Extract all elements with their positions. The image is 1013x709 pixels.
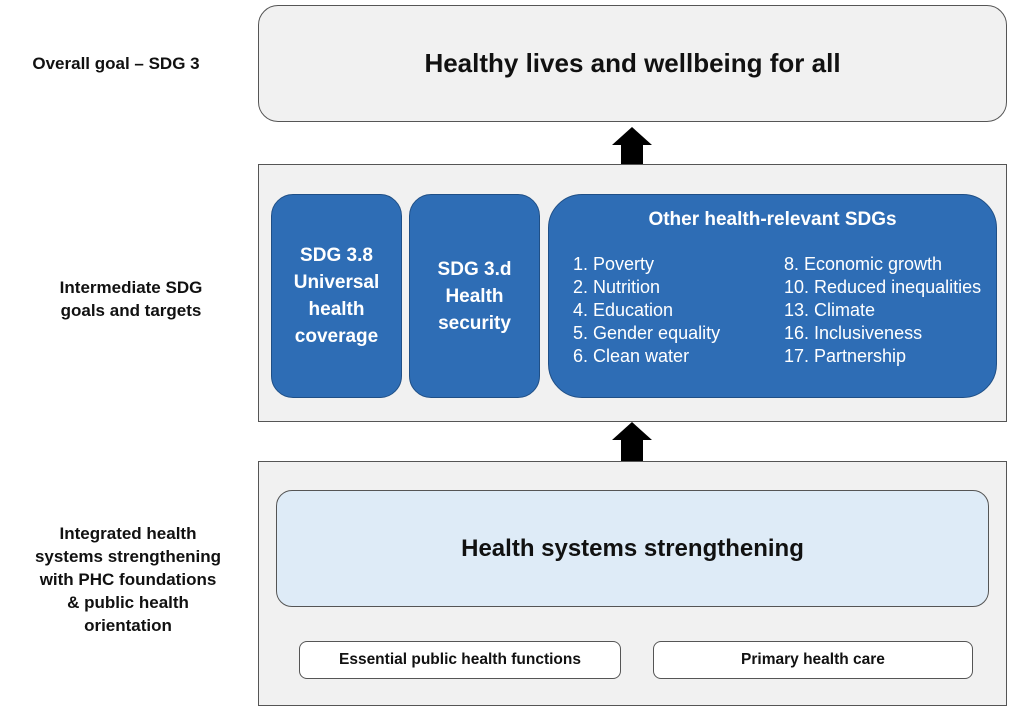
sdg-item: 4. Education: [573, 300, 674, 320]
sdg-item: 2. Nutrition: [573, 277, 661, 297]
ephf-box: Essential public health functions: [299, 641, 621, 679]
security-line: SDG 3.d: [437, 258, 512, 280]
health-security-box: SDG 3.d Health security: [409, 194, 540, 398]
security-line: Health: [445, 285, 504, 307]
ephf-label: Essential public health functions: [338, 651, 581, 668]
row-label-intermediate: Intermediate SDG goals and targets: [14, 276, 248, 322]
security-line: security: [438, 312, 511, 334]
sdg-item: 17. Partnership: [784, 346, 907, 366]
overall-goal-box: Healthy lives and wellbeing for all: [258, 5, 1007, 122]
uhc-line: coverage: [294, 326, 379, 347]
phc-box: Primary health care: [653, 641, 973, 679]
other-sdgs-title: Other health-relevant SDGs: [648, 209, 897, 230]
sdg-item: 8. Economic growth: [784, 254, 943, 274]
row-label-line: & public health: [67, 593, 189, 612]
sdg-item: 10. Reduced inequalities: [784, 277, 982, 297]
row-label-line: Integrated health: [59, 524, 197, 543]
uhc-line: Universal: [293, 272, 380, 293]
health-systems-strengthening-box: Health systems strengthening: [276, 490, 989, 607]
up-arrow-to-intermediate: [612, 422, 652, 461]
uhc-box: SDG 3.8 Universal health coverage: [271, 194, 402, 398]
uhc-line: health: [308, 299, 365, 320]
row-label-line: with PHC foundations: [39, 570, 217, 589]
other-sdgs-box: Other health-relevant SDGs 1. Poverty 2.…: [548, 194, 997, 398]
row-label-line: orientation: [84, 616, 172, 635]
row-label-line: goals and targets: [60, 301, 202, 320]
sdg-item: 16. Inclusiveness: [784, 323, 923, 343]
sdg-item: 5. Gender equality: [573, 323, 721, 343]
other-sdgs-left-list: 1. Poverty 2. Nutrition 4. Education 5. …: [573, 253, 720, 368]
row-label-overall-goal: Overall goal – SDG 3: [32, 54, 200, 73]
up-arrow-to-goal: [612, 127, 652, 164]
sdg-item: 6. Clean water: [573, 346, 690, 366]
sdg-item: 1. Poverty: [573, 254, 655, 274]
phc-label: Primary health care: [741, 651, 885, 668]
row-label-line: Intermediate SDG: [59, 278, 203, 297]
other-sdgs-right-list: 8. Economic growth 10. Reduced inequalit…: [784, 253, 981, 368]
overall-goal-text: Healthy lives and wellbeing for all: [424, 48, 841, 78]
row-label-line: systems strengthening: [34, 547, 222, 566]
row-label-integrated: Integrated health systems strengthening …: [0, 522, 256, 637]
uhc-line: SDG 3.8: [300, 245, 373, 266]
sdg-item: 13. Climate: [784, 300, 876, 320]
health-systems-strengthening-text: Health systems strengthening: [461, 534, 804, 562]
